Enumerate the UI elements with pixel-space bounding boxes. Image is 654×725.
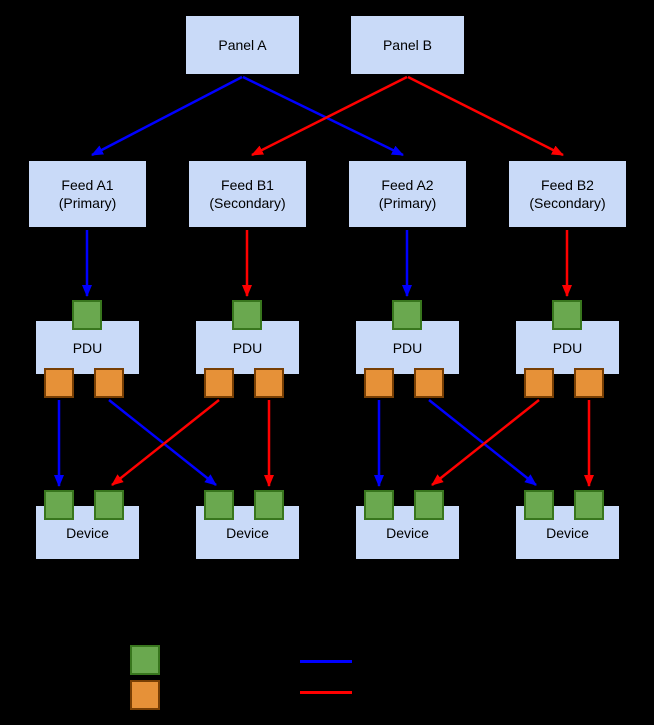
device-3-label: Device [386,524,429,541]
device-2-input-port-left [204,490,234,520]
pdu-4-output-port-right [574,368,604,398]
device-2-label: Device [226,524,269,541]
feed-a2-name: Feed A2 [381,177,434,193]
feed-a1-box: Feed A1 (Primary) [28,160,147,228]
pdu-3-output-port-left [364,368,394,398]
feed-b2-name: Feed B2 [541,177,594,193]
feed-a2-role: (Primary) [378,195,437,211]
pdu-box-2: PDU [195,320,300,375]
device-4-label: Device [546,524,589,541]
device-2-input-port-right [254,490,284,520]
feed-b2-role: (Secondary) [529,195,606,211]
panel-b-label: Panel B [382,37,433,53]
pdu-box-4: PDU [515,320,620,375]
pdu-4-input-port [552,300,582,330]
pdu-1-output-port-right [94,368,124,398]
arrow-pdu-1-to-device-2 [108,399,217,486]
device-3-input-port-right [414,490,444,520]
feed-a2-box: Feed A2 (Primary) [348,160,467,228]
pdu-2-output-port-right [254,368,284,398]
legend-secondary-path-line [300,691,352,694]
device-4-input-port-left [524,490,554,520]
pdu-1-label: PDU [72,339,103,356]
feed-a1-name: Feed A1 [61,177,114,193]
pdu-3-label: PDU [392,339,423,356]
feed-b2-box: Feed B2 (Secondary) [508,160,627,228]
device-3-input-port-left [364,490,394,520]
pdu-4-label: PDU [552,339,583,356]
pdu-4-output-port-left [524,368,554,398]
device-1-input-port-right [94,490,124,520]
panel-a-label: Panel A [218,37,267,53]
arrow-pdu-4-to-device-3 [431,399,540,486]
legend-input-port-swatch [130,645,160,675]
pdu-2-output-port-left [204,368,234,398]
feed-b1-role: (Secondary) [209,195,286,211]
device-1-label: Device [66,524,109,541]
pdu-3-output-port-right [414,368,444,398]
pdu-2-input-port [232,300,262,330]
arrow-panel-b-to-feed-b1 [251,75,408,157]
arrow-pdu-3-to-device-4 [428,399,537,486]
arrow-panel-b-to-feed-b2 [407,75,564,157]
pdu-1-output-port-left [44,368,74,398]
panel-b-box: Panel B [350,15,465,75]
device-1-input-port-left [44,490,74,520]
pdu-3-input-port [392,300,422,330]
legend-primary-path-line [300,660,352,663]
feed-a1-role: (Primary) [58,195,117,211]
arrow-pdu-2-to-device-1 [111,399,220,486]
legend-output-port-swatch [130,680,160,710]
device-4-input-port-right [574,490,604,520]
feed-b1-name: Feed B1 [221,177,274,193]
pdu-1-input-port [72,300,102,330]
feed-b1-box: Feed B1 (Secondary) [188,160,307,228]
pdu-2-label: PDU [232,339,263,356]
panel-a-box: Panel A [185,15,300,75]
arrow-panel-a-to-feed-a1 [91,75,243,157]
arrow-panel-a-to-feed-a2 [242,75,404,157]
